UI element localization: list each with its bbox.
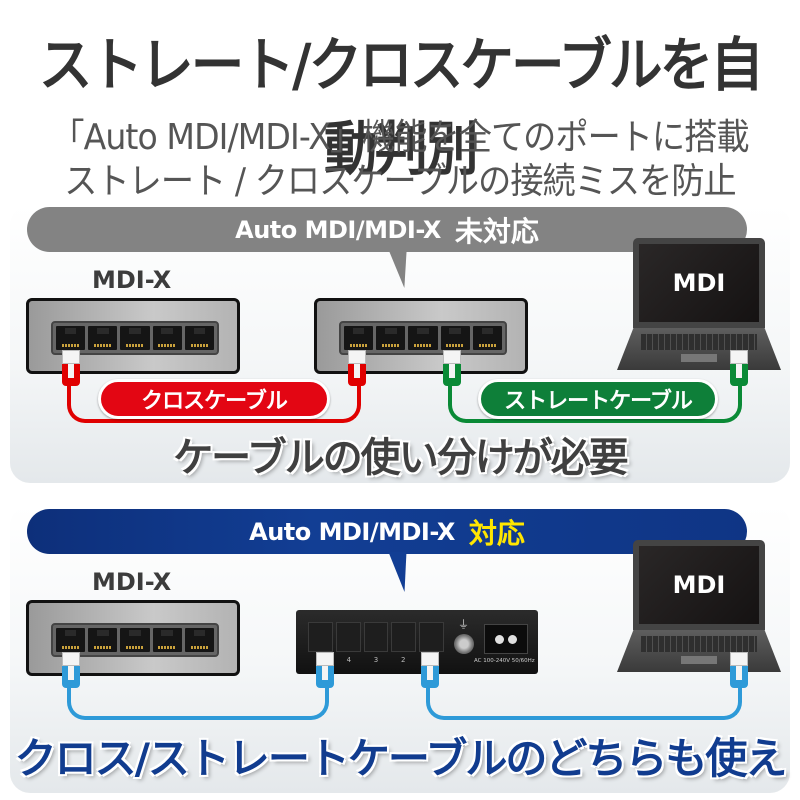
red-cable-boot	[348, 364, 366, 386]
port-bay	[51, 321, 219, 355]
laptop-touchpad	[681, 656, 717, 664]
blue-cable-boot	[421, 666, 439, 688]
switch-port-row	[308, 622, 444, 652]
subtitle-line-2: ストレート / クロスケーブルの接続ミスを防止	[64, 161, 736, 202]
port-bay	[339, 321, 507, 355]
red-cable-boot	[62, 364, 80, 386]
laptop-screen: MDI	[633, 540, 765, 630]
port-numbers: 4 3 2	[308, 656, 444, 664]
cross-cable-label: クロスケーブル	[98, 379, 330, 419]
port-bay	[51, 623, 219, 657]
ethernet-port	[88, 326, 118, 350]
laptop-mdi-label: MDI	[639, 546, 759, 624]
headline-title: ストレート/クロスケーブルを自動判別	[39, 31, 764, 183]
blue-cable-boot	[62, 666, 80, 688]
subtitle-line-1: 「Auto MDI/MDI-X」機能を全てのポートに搭載	[51, 117, 749, 158]
switch-port	[391, 622, 417, 652]
rj45-plug	[730, 350, 748, 364]
auto-cable-line-left	[67, 688, 329, 720]
top-mdix-label: MDI-X	[92, 266, 172, 294]
switch-port	[335, 622, 361, 652]
rj45-plug	[316, 652, 334, 666]
ethernet-port	[152, 628, 182, 652]
bottom-laptop: MDI	[617, 540, 781, 680]
rj45-plug	[421, 652, 439, 666]
ethernet-port	[152, 326, 182, 350]
switch-port	[308, 622, 333, 652]
bottom-mdix-label: MDI-X	[92, 568, 172, 596]
supported-banner-lead: Auto MDI/MDI-X	[249, 517, 455, 546]
laptop-keyboard	[641, 334, 757, 350]
supported-footer: クロス/ストレートケーブルのどちらも使える	[14, 734, 788, 800]
rj45-plug	[62, 652, 80, 666]
ethernet-port	[440, 326, 470, 350]
ac-inlet	[484, 624, 528, 654]
ethernet-port	[56, 628, 86, 652]
power-rating-label: AC 100-240V 50/60Hz	[474, 658, 535, 664]
port-number: 2	[400, 656, 406, 664]
straight-cable-label: ストレートケーブル	[478, 379, 718, 419]
laptop-screen: MDI	[633, 238, 765, 328]
unsupported-banner-lead: Auto MDI/MDI-X	[235, 215, 441, 244]
top-laptop: MDI	[617, 238, 781, 378]
rj45-plug	[443, 350, 461, 364]
top-left-switch	[26, 298, 240, 374]
straight-cable-line	[448, 385, 742, 423]
port-number: 3	[373, 656, 379, 664]
ethernet-port	[184, 326, 215, 350]
unsupported-banner: Auto MDI/MDI-X 未対応	[27, 207, 747, 252]
rj45-plug	[62, 350, 80, 364]
ground-terminal	[454, 634, 474, 654]
blue-cable-boot	[316, 666, 334, 688]
ethernet-port	[472, 326, 503, 350]
switch-port	[363, 622, 389, 652]
green-cable-boot	[730, 364, 748, 386]
ethernet-port	[184, 628, 215, 652]
ethernet-port	[120, 326, 150, 350]
switch-port	[419, 622, 444, 652]
green-cable-boot	[443, 364, 461, 386]
unsupported-footer: ケーブルの使い分けが必要	[173, 435, 629, 481]
laptop-mdi-label: MDI	[639, 244, 759, 322]
top-middle-switch	[314, 298, 528, 374]
supported-banner-tail: 対応	[468, 516, 525, 550]
ethernet-port	[120, 628, 150, 652]
ethernet-port	[408, 326, 438, 350]
port-number: 4	[346, 656, 352, 664]
bottom-left-switch	[26, 600, 240, 676]
cross-cable-line	[67, 385, 361, 423]
ethernet-port	[344, 326, 374, 350]
ethernet-port	[88, 628, 118, 652]
auto-cable-line-right	[426, 688, 742, 720]
auto-mdi-switch: 4 3 2 ⏚ AC 100-240V 50/60Hz	[296, 610, 538, 674]
supported-banner: Auto MDI/MDI-X 対応	[27, 509, 747, 554]
unsupported-banner-tail: 未対応	[454, 214, 539, 248]
rj45-plug	[730, 652, 748, 666]
ground-icon: ⏚	[458, 618, 469, 631]
laptop-keyboard	[641, 636, 757, 652]
blue-cable-boot	[730, 666, 748, 688]
ethernet-port	[376, 326, 406, 350]
rj45-plug	[348, 350, 366, 364]
ethernet-port	[56, 326, 86, 350]
laptop-touchpad	[681, 354, 717, 362]
